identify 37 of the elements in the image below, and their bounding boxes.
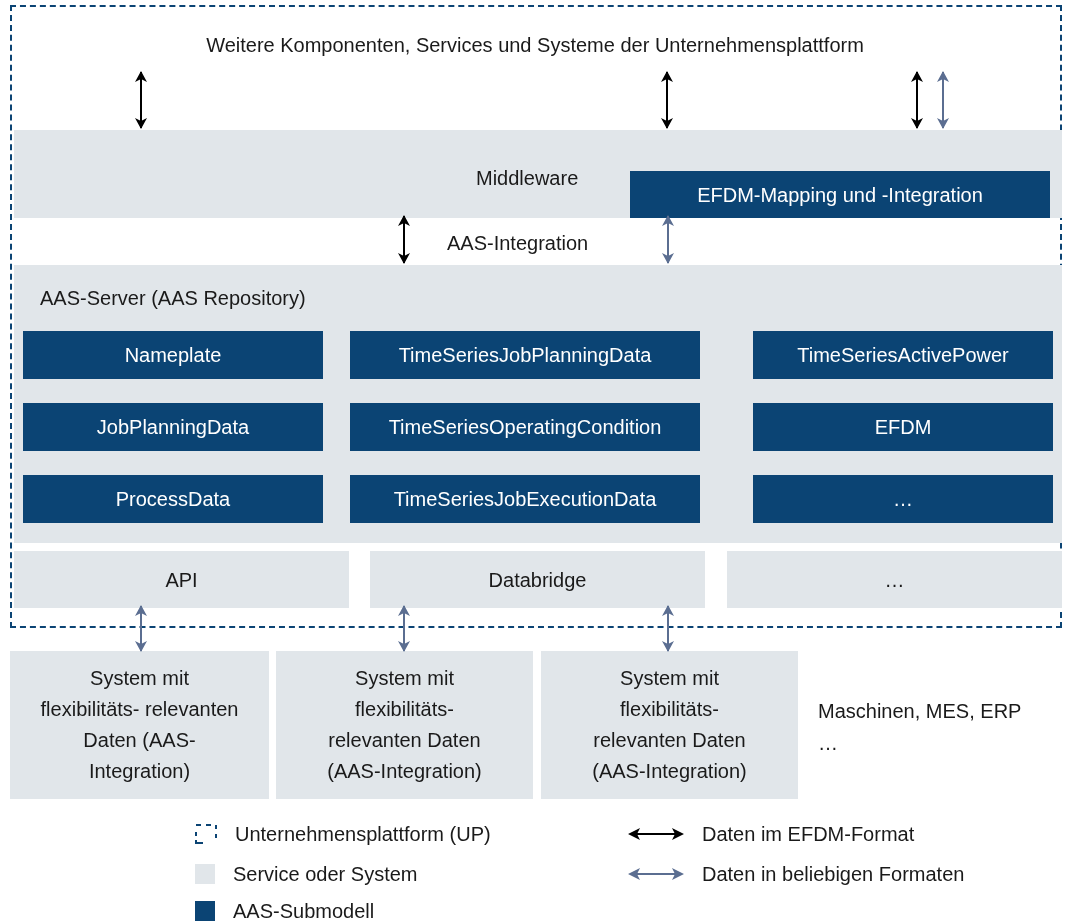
service-box: … [727, 551, 1062, 608]
legend-text: Daten im EFDM-Format [702, 822, 915, 846]
middleware-band: Middleware EFDM-Mapping und -Integration [14, 130, 1062, 218]
service-box: API [14, 551, 349, 608]
double-arrow [662, 605, 674, 652]
submodel-box: EFDM [753, 403, 1053, 451]
legend-text: Daten in beliebigen Formaten [702, 862, 965, 886]
system-box: System mit flexibilitäts- relevanten Daten (AAS-Integration) [10, 651, 269, 799]
double-arrow [135, 71, 147, 129]
legend-text: AAS-Submodell [233, 899, 375, 923]
server-band: AAS-Server (AAS Repository) Nameplate TimeSeriesJobPlanningData TimeSeriesActivePower JobPlanningData TimeSeriesOperatingCondition EFDM ProcessData TimeSeriesJobExecutionData … [14, 265, 1062, 543]
legend-text: Unternehmensplattform (UP) [235, 822, 491, 846]
double-arrow [937, 71, 949, 129]
submodel-box: JobPlanningData [23, 403, 323, 451]
double-arrow [661, 71, 673, 129]
double-arrow [135, 605, 147, 652]
legend-text: Service oder System [233, 862, 418, 886]
platform-frame [10, 5, 1062, 628]
submodel-box: TimeSeriesJobPlanningData [350, 331, 700, 379]
submodel-box: EFDM-Mapping und -Integration [630, 171, 1050, 218]
note-text: Maschinen, MES, ERP [818, 699, 1022, 724]
submodel-box: TimeSeriesActivePower [753, 331, 1053, 379]
service-box: Databridge [370, 551, 705, 608]
double-arrow [398, 605, 410, 652]
submodel-box: TimeSeriesOperatingCondition [350, 403, 700, 451]
submodel-box: Nameplate [23, 331, 323, 379]
system-box: System mit flexibilitäts- relevanten Daten (AAS-Integration) [541, 651, 798, 799]
submodel-box: ProcessData [23, 475, 323, 523]
platform-heading: Weitere Komponenten, Services und Systeme der Unternehmensplattform [132, 30, 938, 74]
interface-label: AAS-Integration [447, 231, 589, 256]
submodel-box: … [753, 475, 1053, 523]
system-box: System mit flexibilitäts- relevanten Daten (AAS-Integration) [276, 651, 533, 799]
double-arrow [398, 215, 410, 264]
double-arrow [662, 215, 674, 264]
submodel-box: TimeSeriesJobExecutionData [350, 475, 700, 523]
double-arrow [911, 71, 923, 129]
note-text: … [818, 731, 838, 756]
